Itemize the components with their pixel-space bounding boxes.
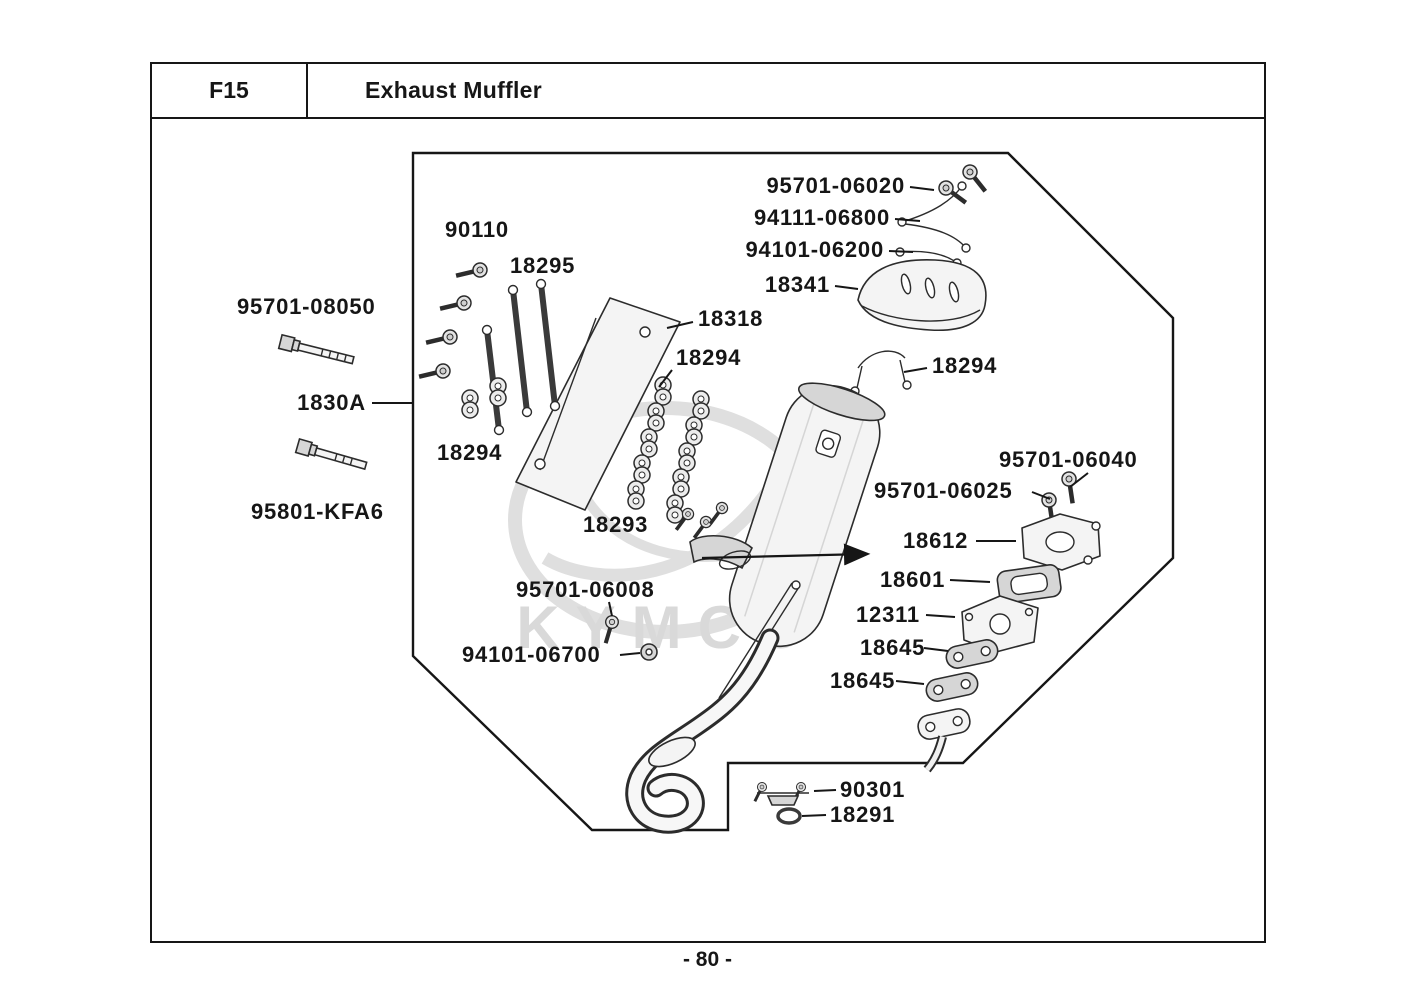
bolt-icon [753, 780, 769, 803]
hanger-straps-18295 [481, 278, 561, 436]
leader-line-95701-06008 [608, 601, 613, 617]
flange-stub [917, 708, 971, 773]
gasket-icon [647, 402, 665, 432]
header-divider [150, 117, 1266, 119]
gasket-icon [640, 428, 658, 458]
oring-18291 [776, 807, 802, 825]
gasket-icon [685, 416, 703, 446]
leader-line-18294 [903, 367, 928, 373]
leader-line-12311 [925, 614, 956, 618]
leader-line-90301 [813, 789, 837, 792]
bolt-icon [456, 257, 490, 289]
page-frame [150, 62, 1266, 943]
gasket-18645-a [945, 639, 999, 669]
gasket-icon [672, 468, 690, 498]
pipe-flange [648, 736, 696, 768]
leader-line-18291 [801, 814, 827, 817]
leader-line-95701-06025 [1031, 491, 1051, 500]
gasket-icon [461, 389, 479, 419]
clamp-bracket [689, 534, 753, 570]
tail-cover-18341 [857, 259, 987, 332]
leader-line-94111-06800 [894, 218, 921, 222]
gasket-icon [678, 442, 696, 472]
leader-line-18645 [895, 680, 925, 685]
muffler-body [728, 382, 886, 648]
bolt-icon [440, 290, 474, 322]
bolt-set-90110 [419, 257, 490, 390]
leader-line-95701-06040 [1069, 472, 1089, 488]
heat-shield-18318 [515, 297, 681, 511]
bracket-18294-right [850, 350, 912, 396]
gasket-icon [489, 377, 507, 407]
stay-rod-94111-06800 [897, 181, 971, 253]
leader-line-95701-06020 [909, 186, 935, 191]
gasket-icon [627, 480, 645, 510]
page-number: - 80 - [682, 948, 732, 971]
gasket-18645-b [925, 672, 979, 702]
gasket-icon [666, 494, 684, 524]
leader-line-18294 [658, 369, 673, 388]
gasket-icon [633, 454, 651, 484]
gasket-18601 [996, 564, 1062, 604]
bolt-95801-kfa6 [294, 437, 368, 471]
page-title: Exhaust Muffler [365, 77, 543, 103]
manifold-12311 [961, 595, 1039, 653]
leader-line-18341 [834, 285, 859, 290]
pointer-arrow [701, 543, 871, 566]
gasket-icon [692, 390, 710, 420]
leader-line-18645 [923, 647, 949, 652]
section-code: F15 [150, 62, 308, 119]
watermark-swoosh [541, 466, 788, 582]
bracket-18612 [1021, 513, 1101, 571]
leader-line-94101-06700 [619, 652, 641, 656]
leader-line-94101-06200 [888, 250, 914, 253]
leader-lines [372, 186, 1089, 817]
bolt-95701-08050 [277, 333, 355, 365]
exhaust-pipe [625, 628, 780, 834]
bolt-icon [426, 324, 460, 356]
bolt-icon [708, 499, 731, 529]
diagram-boundary [411, 151, 1175, 832]
washer-94101-06700 [640, 643, 658, 661]
bolt-icon [419, 358, 453, 390]
leader-line-18601 [949, 579, 991, 583]
leader-line-18318 [666, 321, 694, 329]
clamp-90301 [753, 780, 809, 806]
